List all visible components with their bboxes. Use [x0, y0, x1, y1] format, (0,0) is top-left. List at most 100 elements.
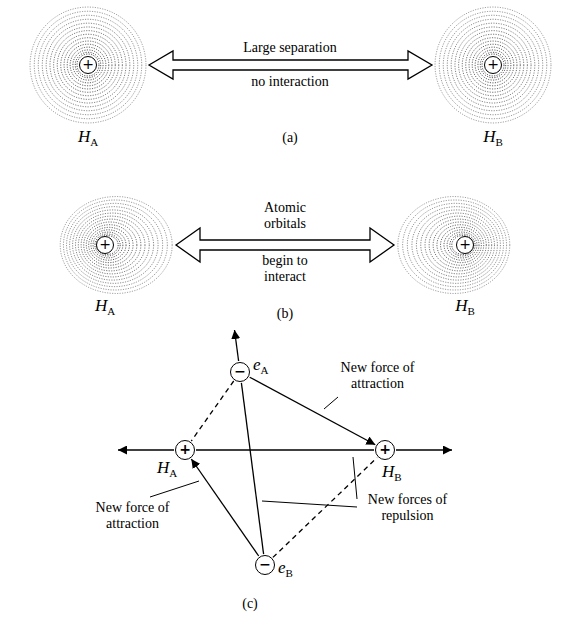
orbital-contour: [412, 207, 501, 284]
orbital-contour: [475, 47, 511, 83]
panel-letter: (b): [255, 306, 315, 322]
repulsion-arrow: [396, 449, 452, 450]
subscript: B: [467, 305, 474, 317]
orbital-contour: [73, 50, 103, 80]
proton-circle: +HB: [375, 440, 395, 460]
nucleus-sign: +: [79, 56, 97, 74]
orbital-contour: [462, 34, 524, 96]
orbital-contour: [459, 31, 528, 100]
orbital-contour: [439, 11, 547, 119]
orbital-contour: [67, 203, 163, 286]
orbital-contour: [447, 19, 539, 111]
orbital-contour: [84, 222, 137, 268]
orbital-contour: [435, 7, 551, 123]
leader-line: [353, 457, 357, 499]
force-line: [196, 449, 374, 450]
panel-letter: (a): [260, 130, 320, 146]
orbital-contour: [42, 19, 134, 111]
subscript: A: [261, 364, 269, 376]
orbital-contour: [455, 27, 531, 103]
orbital-contour: [54, 31, 123, 100]
orbital-contour: [73, 210, 154, 280]
orbital-contour: [425, 216, 492, 274]
orbital-contour: [444, 230, 479, 260]
annotation-label: Atomic orbitals: [247, 200, 323, 232]
atom-label: HB: [433, 127, 553, 148]
charge-sign: −: [231, 363, 249, 380]
orbital-contour: [75, 52, 100, 77]
attraction-line: [191, 381, 233, 441]
panel-letter: (c): [220, 596, 280, 612]
orbital-contour: [429, 219, 489, 271]
atom-label: HA: [35, 296, 175, 317]
particle-label: eA: [253, 355, 269, 376]
orbital-contour: [60, 197, 172, 294]
atom-label: HA: [28, 127, 148, 148]
atom-orbital: +HB: [395, 190, 535, 300]
orbital-contour: [416, 210, 497, 280]
orbital-contour: [398, 197, 510, 294]
orbital-contour: [480, 52, 505, 77]
particle-label: HB: [382, 462, 402, 483]
orbital-contour: [70, 47, 106, 83]
orbital-contour: [93, 232, 123, 258]
orbital-contour: [447, 232, 477, 258]
annotation-label: no interaction: [210, 74, 370, 90]
orbital-contour: [95, 234, 120, 256]
subscript: A: [107, 305, 115, 317]
attraction-line: [273, 458, 377, 558]
charge-sign: −: [256, 556, 274, 573]
force-line: [191, 459, 258, 556]
orbital-contour: [63, 200, 167, 290]
nucleus-sign: +: [456, 236, 474, 254]
annotation-label: New force of attraction: [85, 500, 180, 532]
orbital-contour: [403, 200, 507, 290]
atom-orbital: +HB: [433, 5, 553, 125]
particle-label: eB: [278, 558, 293, 579]
orbital-contour: [441, 227, 482, 262]
orbital-contour: [86, 225, 133, 266]
atom-orbital: +HA: [35, 190, 175, 300]
subscript: B: [286, 567, 293, 579]
orbital-contour: [478, 50, 508, 80]
leader-line: [150, 481, 199, 497]
atom-orbital: +HA: [28, 5, 148, 125]
orbital-contour: [76, 213, 150, 277]
annotation-label: New force of attraction: [330, 360, 425, 392]
orbital-contour: [482, 54, 504, 76]
subscript: A: [90, 136, 98, 148]
orbital-contour: [433, 222, 486, 268]
orbital-contour: [34, 11, 142, 119]
orbital-contour: [96, 236, 118, 255]
atom-label: HB: [395, 296, 535, 317]
orbital-contour: [472, 44, 514, 86]
orbital-contour: [407, 203, 503, 286]
orbital-contour: [64, 41, 112, 89]
orbital-contour: [437, 225, 484, 266]
annotation-label: New forces of repulsion: [360, 492, 455, 524]
orbital-contour: [91, 230, 126, 260]
orbital-contour: [38, 15, 138, 115]
charge-sign: +: [376, 441, 394, 458]
orbital-contour: [443, 15, 543, 115]
subscript: A: [169, 467, 177, 479]
orbital-contour: [50, 27, 126, 103]
leader-line: [324, 397, 338, 409]
orbital-contour: [67, 44, 109, 86]
orbital-contour: [450, 234, 475, 256]
subscript: B: [394, 471, 401, 483]
particle-label: HA: [157, 458, 177, 479]
orbital-contour: [70, 207, 159, 284]
subscript: B: [495, 136, 502, 148]
repulsion-arrow: [235, 330, 239, 361]
orbital-contour: [61, 38, 116, 93]
orbital-contour: [466, 38, 521, 93]
orbital-contour: [30, 7, 146, 123]
nucleus-sign: +: [484, 56, 502, 74]
orbital-contour: [469, 41, 517, 89]
orbital-contour: [78, 216, 145, 274]
orbital-contour: [89, 227, 130, 262]
electron-circle: −eB: [255, 555, 275, 575]
annotation-label: Large separation: [210, 40, 370, 56]
proton-circle: +HA: [175, 440, 195, 460]
